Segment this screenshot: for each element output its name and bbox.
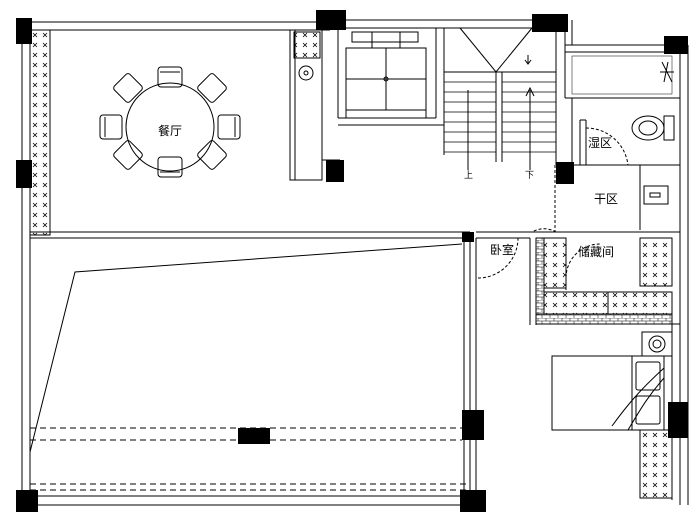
sink-counter	[289, 29, 341, 181]
stair-treads	[444, 81, 556, 153]
outer-walls	[21, 19, 689, 506]
table-icon	[125, 82, 215, 172]
open-area-lower-left	[29, 238, 477, 505]
staircase	[443, 27, 557, 170]
room-label-dining: 餐厅	[158, 124, 183, 138]
elevator	[337, 28, 444, 126]
chair-icon	[99, 66, 241, 178]
bathroom	[531, 52, 680, 233]
sink-icon	[298, 65, 314, 81]
hatched-wall-left	[29, 29, 51, 236]
toilet-icon	[631, 115, 675, 141]
plant-icon	[660, 61, 674, 83]
dining-table-set	[99, 66, 241, 178]
bed-icon	[551, 355, 665, 431]
structural-columns	[16, 10, 688, 512]
room-label-storage: 储藏间	[578, 245, 615, 259]
elevator-icon	[383, 76, 389, 82]
stair-label-down: 下	[525, 171, 535, 181]
room-label-wet-area: 湿区	[588, 136, 613, 150]
stair-label-up: 上	[464, 171, 474, 181]
room-label-bedroom: 卧室	[490, 243, 515, 257]
bedroom-storage	[476, 231, 680, 500]
room-label-dry-area: 干区	[594, 192, 619, 206]
stair-arrow-icon	[467, 55, 535, 170]
